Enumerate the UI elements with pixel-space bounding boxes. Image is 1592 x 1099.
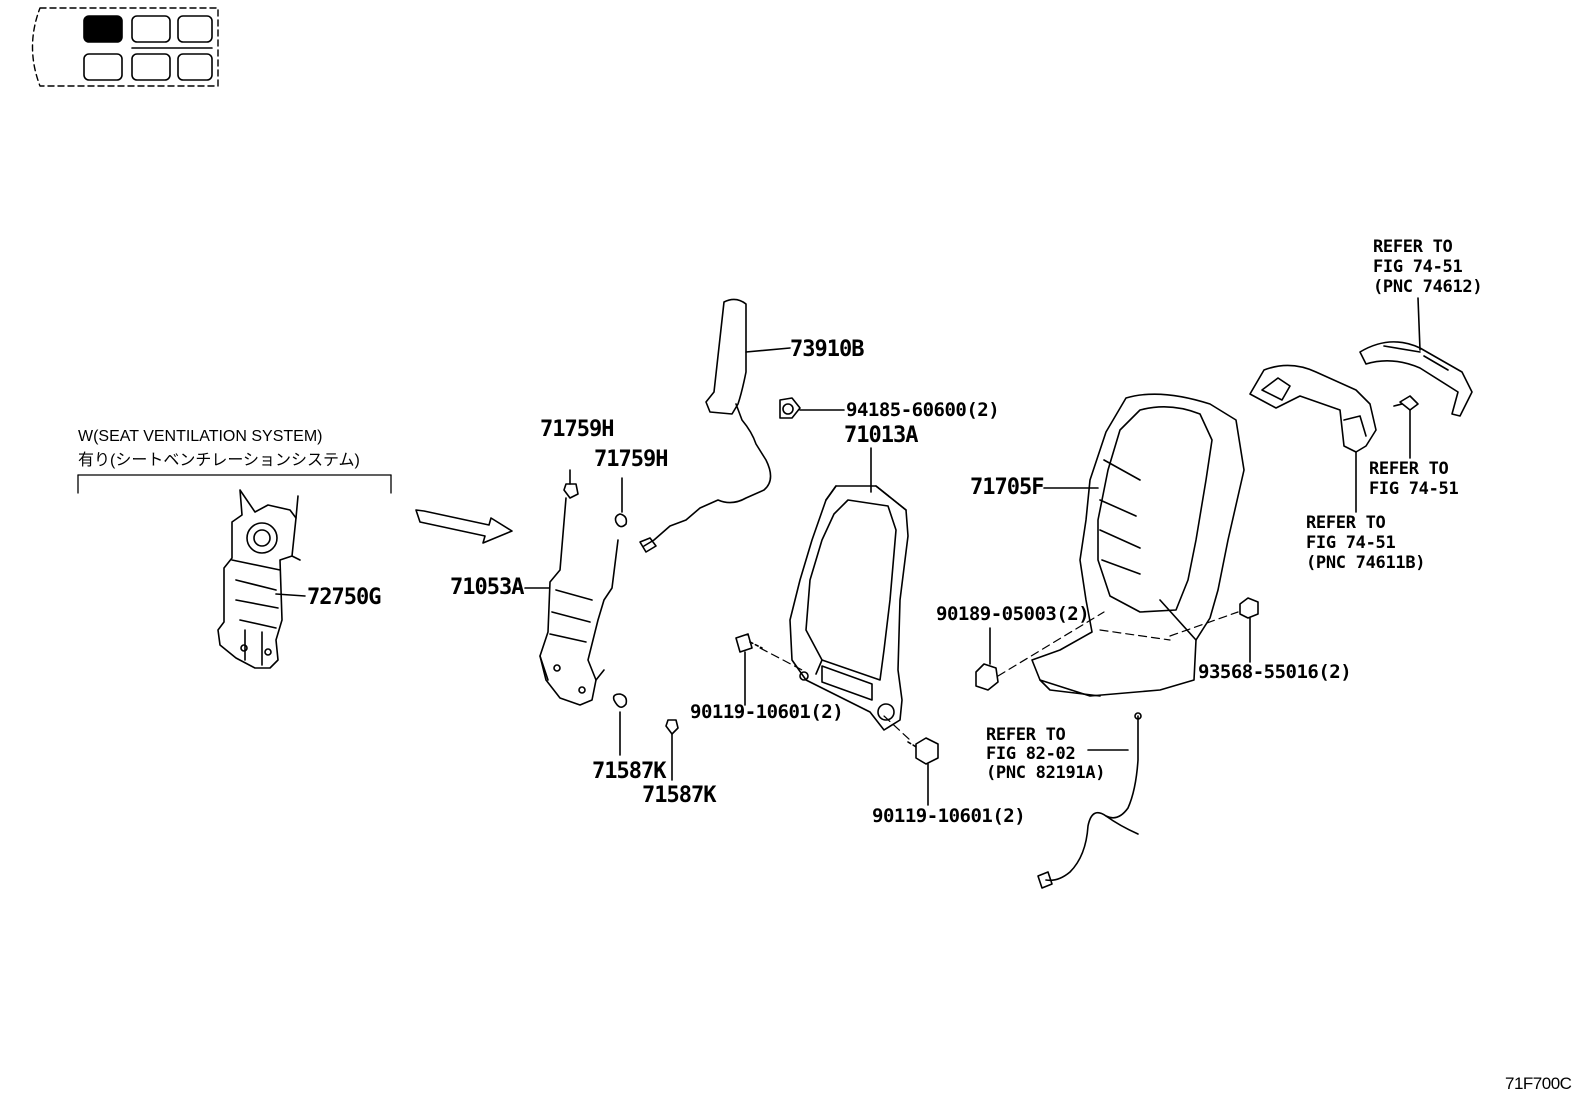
reference-74612-line3: (PNC 74612) xyxy=(1373,277,1483,297)
reference-82191A-line3: (PNC 82191A) xyxy=(986,763,1106,783)
reference-74612-line1: REFER TO xyxy=(1373,237,1453,257)
part-label-71587K-b[interactable]: 71587K xyxy=(642,783,716,808)
reference-74611B-line2: FIG 74-51 xyxy=(1306,533,1396,553)
bolt-90119-left-icon xyxy=(735,633,807,706)
reference-74612-line2: FIG 74-51 xyxy=(1373,257,1463,277)
variant-bracket xyxy=(77,474,392,494)
wire-harness-82191A xyxy=(1037,712,1142,889)
part-label-90119-10601-a[interactable]: 90119-10601(2) xyxy=(690,701,844,723)
seatback-board-71705F xyxy=(1031,393,1245,697)
ventilation-pad-73910B xyxy=(639,298,845,553)
direction-arrow xyxy=(415,509,513,544)
part-label-73910B[interactable]: 73910B xyxy=(790,337,864,362)
part-label-71759H-a[interactable]: 71759H xyxy=(540,417,614,442)
part-label-71053A[interactable]: 71053A xyxy=(450,575,524,600)
reference-74611B-line1: REFER TO xyxy=(1306,513,1386,533)
reference-7451-line1: REFER TO xyxy=(1369,459,1449,479)
variant-note-line1: W(SEAT VENTILATION SYSTEM) xyxy=(78,428,323,445)
part-label-93568-55016[interactable]: 93568-55016(2) xyxy=(1198,661,1352,683)
part-label-71013A[interactable]: 71013A xyxy=(844,423,918,448)
clip-93568-icon xyxy=(1169,597,1259,663)
part-label-71705F[interactable]: 71705F xyxy=(970,475,1044,500)
reference-82191A-line2: FIG 82-02 xyxy=(986,744,1076,764)
seat-locator-icon xyxy=(31,7,219,87)
seat-frame-71013A xyxy=(789,447,909,731)
part-label-71759H-b[interactable]: 71759H xyxy=(594,447,668,472)
part-label-71587K-a[interactable]: 71587K xyxy=(592,759,666,784)
bolt-90119-right-icon xyxy=(883,715,939,806)
part-label-72750G[interactable]: 72750G xyxy=(307,585,381,610)
bracket-71053A xyxy=(524,469,679,781)
reference-82191A-line1: REFER TO xyxy=(986,725,1066,745)
reference-7451-line2: FIG 74-51 xyxy=(1369,479,1459,499)
part-label-90119-10601-b[interactable]: 90119-10601(2) xyxy=(872,805,1026,827)
part-label-94185-60600[interactable]: 94185-60600(2) xyxy=(846,399,1000,421)
screw-icon xyxy=(1393,395,1419,459)
part-label-90189-05003[interactable]: 90189-05003(2) xyxy=(936,603,1090,625)
headrest-guide-74611B xyxy=(1249,364,1377,513)
reference-74611B-line3: (PNC 74611B) xyxy=(1306,553,1426,573)
clip-90189-icon xyxy=(975,611,1171,691)
trim-cover-74612 xyxy=(1359,297,1473,417)
figure-code: 71F700C xyxy=(1505,1074,1572,1093)
variant-note-line2: 有り(シートベンチレーションシステム) xyxy=(78,452,360,469)
ventilation-bracket-72750G xyxy=(217,489,306,669)
